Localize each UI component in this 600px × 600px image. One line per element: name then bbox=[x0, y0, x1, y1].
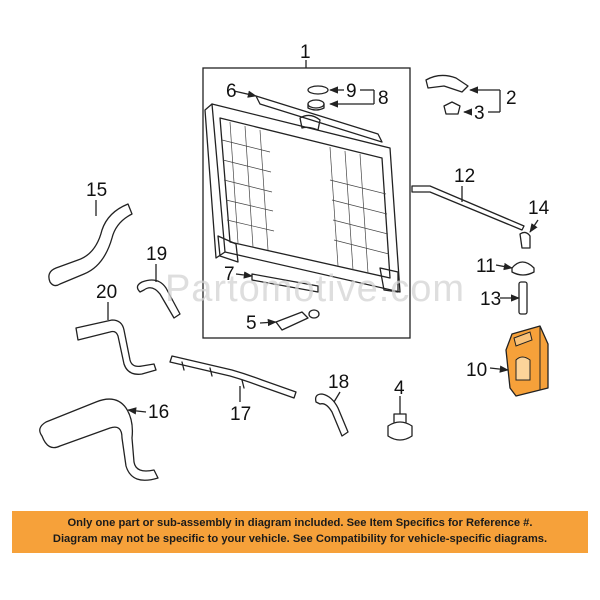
notice-banner: Only one part or sub-assembly in diagram… bbox=[12, 511, 588, 553]
upper-hose-part[interactable] bbox=[48, 203, 133, 287]
upper-cushion-part[interactable] bbox=[255, 95, 383, 143]
watermark-text: Partomotive.com bbox=[164, 268, 466, 310]
notice-line-1: Only one part or sub-assembly in diagram… bbox=[67, 517, 533, 529]
callout-12: 12 bbox=[454, 166, 475, 187]
bypass-hose-part[interactable] bbox=[136, 279, 181, 319]
tube-fitting-part[interactable] bbox=[519, 231, 531, 249]
callout-8: 8 bbox=[378, 88, 389, 109]
callout-3: 3 bbox=[474, 103, 485, 124]
callout-labels: 1 2 3 4 5 6 7 8 9 10 11 12 13 14 15 16 1… bbox=[86, 42, 550, 425]
upper-bracket-part[interactable] bbox=[425, 74, 469, 93]
lower-hose-part[interactable] bbox=[39, 398, 159, 481]
cap-seal-part[interactable] bbox=[307, 85, 329, 95]
callout-16: 16 bbox=[148, 402, 169, 423]
callout-14: 14 bbox=[528, 198, 550, 219]
callout-13: 13 bbox=[480, 289, 501, 310]
callout-5: 5 bbox=[246, 313, 257, 334]
radiator-cap-part[interactable] bbox=[307, 99, 325, 109]
reservoir-cap-part[interactable] bbox=[511, 261, 535, 276]
callout-10: 10 bbox=[466, 360, 487, 381]
callout-15: 15 bbox=[86, 180, 107, 201]
radiator-part[interactable] bbox=[204, 103, 401, 293]
callout-18: 18 bbox=[328, 372, 349, 393]
callout-11: 11 bbox=[476, 256, 496, 277]
water-pipe-part[interactable] bbox=[169, 355, 297, 399]
callout-4: 4 bbox=[394, 378, 405, 399]
heater-hose-part[interactable] bbox=[75, 319, 157, 375]
mount-cushion-part[interactable] bbox=[387, 421, 413, 441]
callout-9: 9 bbox=[346, 81, 357, 102]
callout-20: 20 bbox=[96, 282, 117, 303]
callout-2: 2 bbox=[506, 88, 517, 109]
overflow-tube-part[interactable] bbox=[411, 185, 525, 231]
notice-line-2: Diagram may not be specific to your vehi… bbox=[52, 533, 548, 545]
reservoir-hose-part[interactable] bbox=[518, 281, 528, 315]
callout-19: 19 bbox=[146, 244, 167, 265]
callout-6: 6 bbox=[226, 81, 237, 102]
reserve-tank-part[interactable] bbox=[505, 325, 549, 397]
callout-1: 1 bbox=[300, 42, 311, 63]
drain-hose-part[interactable] bbox=[314, 393, 349, 437]
lower-bracket-part[interactable] bbox=[275, 311, 309, 331]
callout-17: 17 bbox=[230, 404, 251, 425]
callout-7: 7 bbox=[224, 264, 235, 285]
